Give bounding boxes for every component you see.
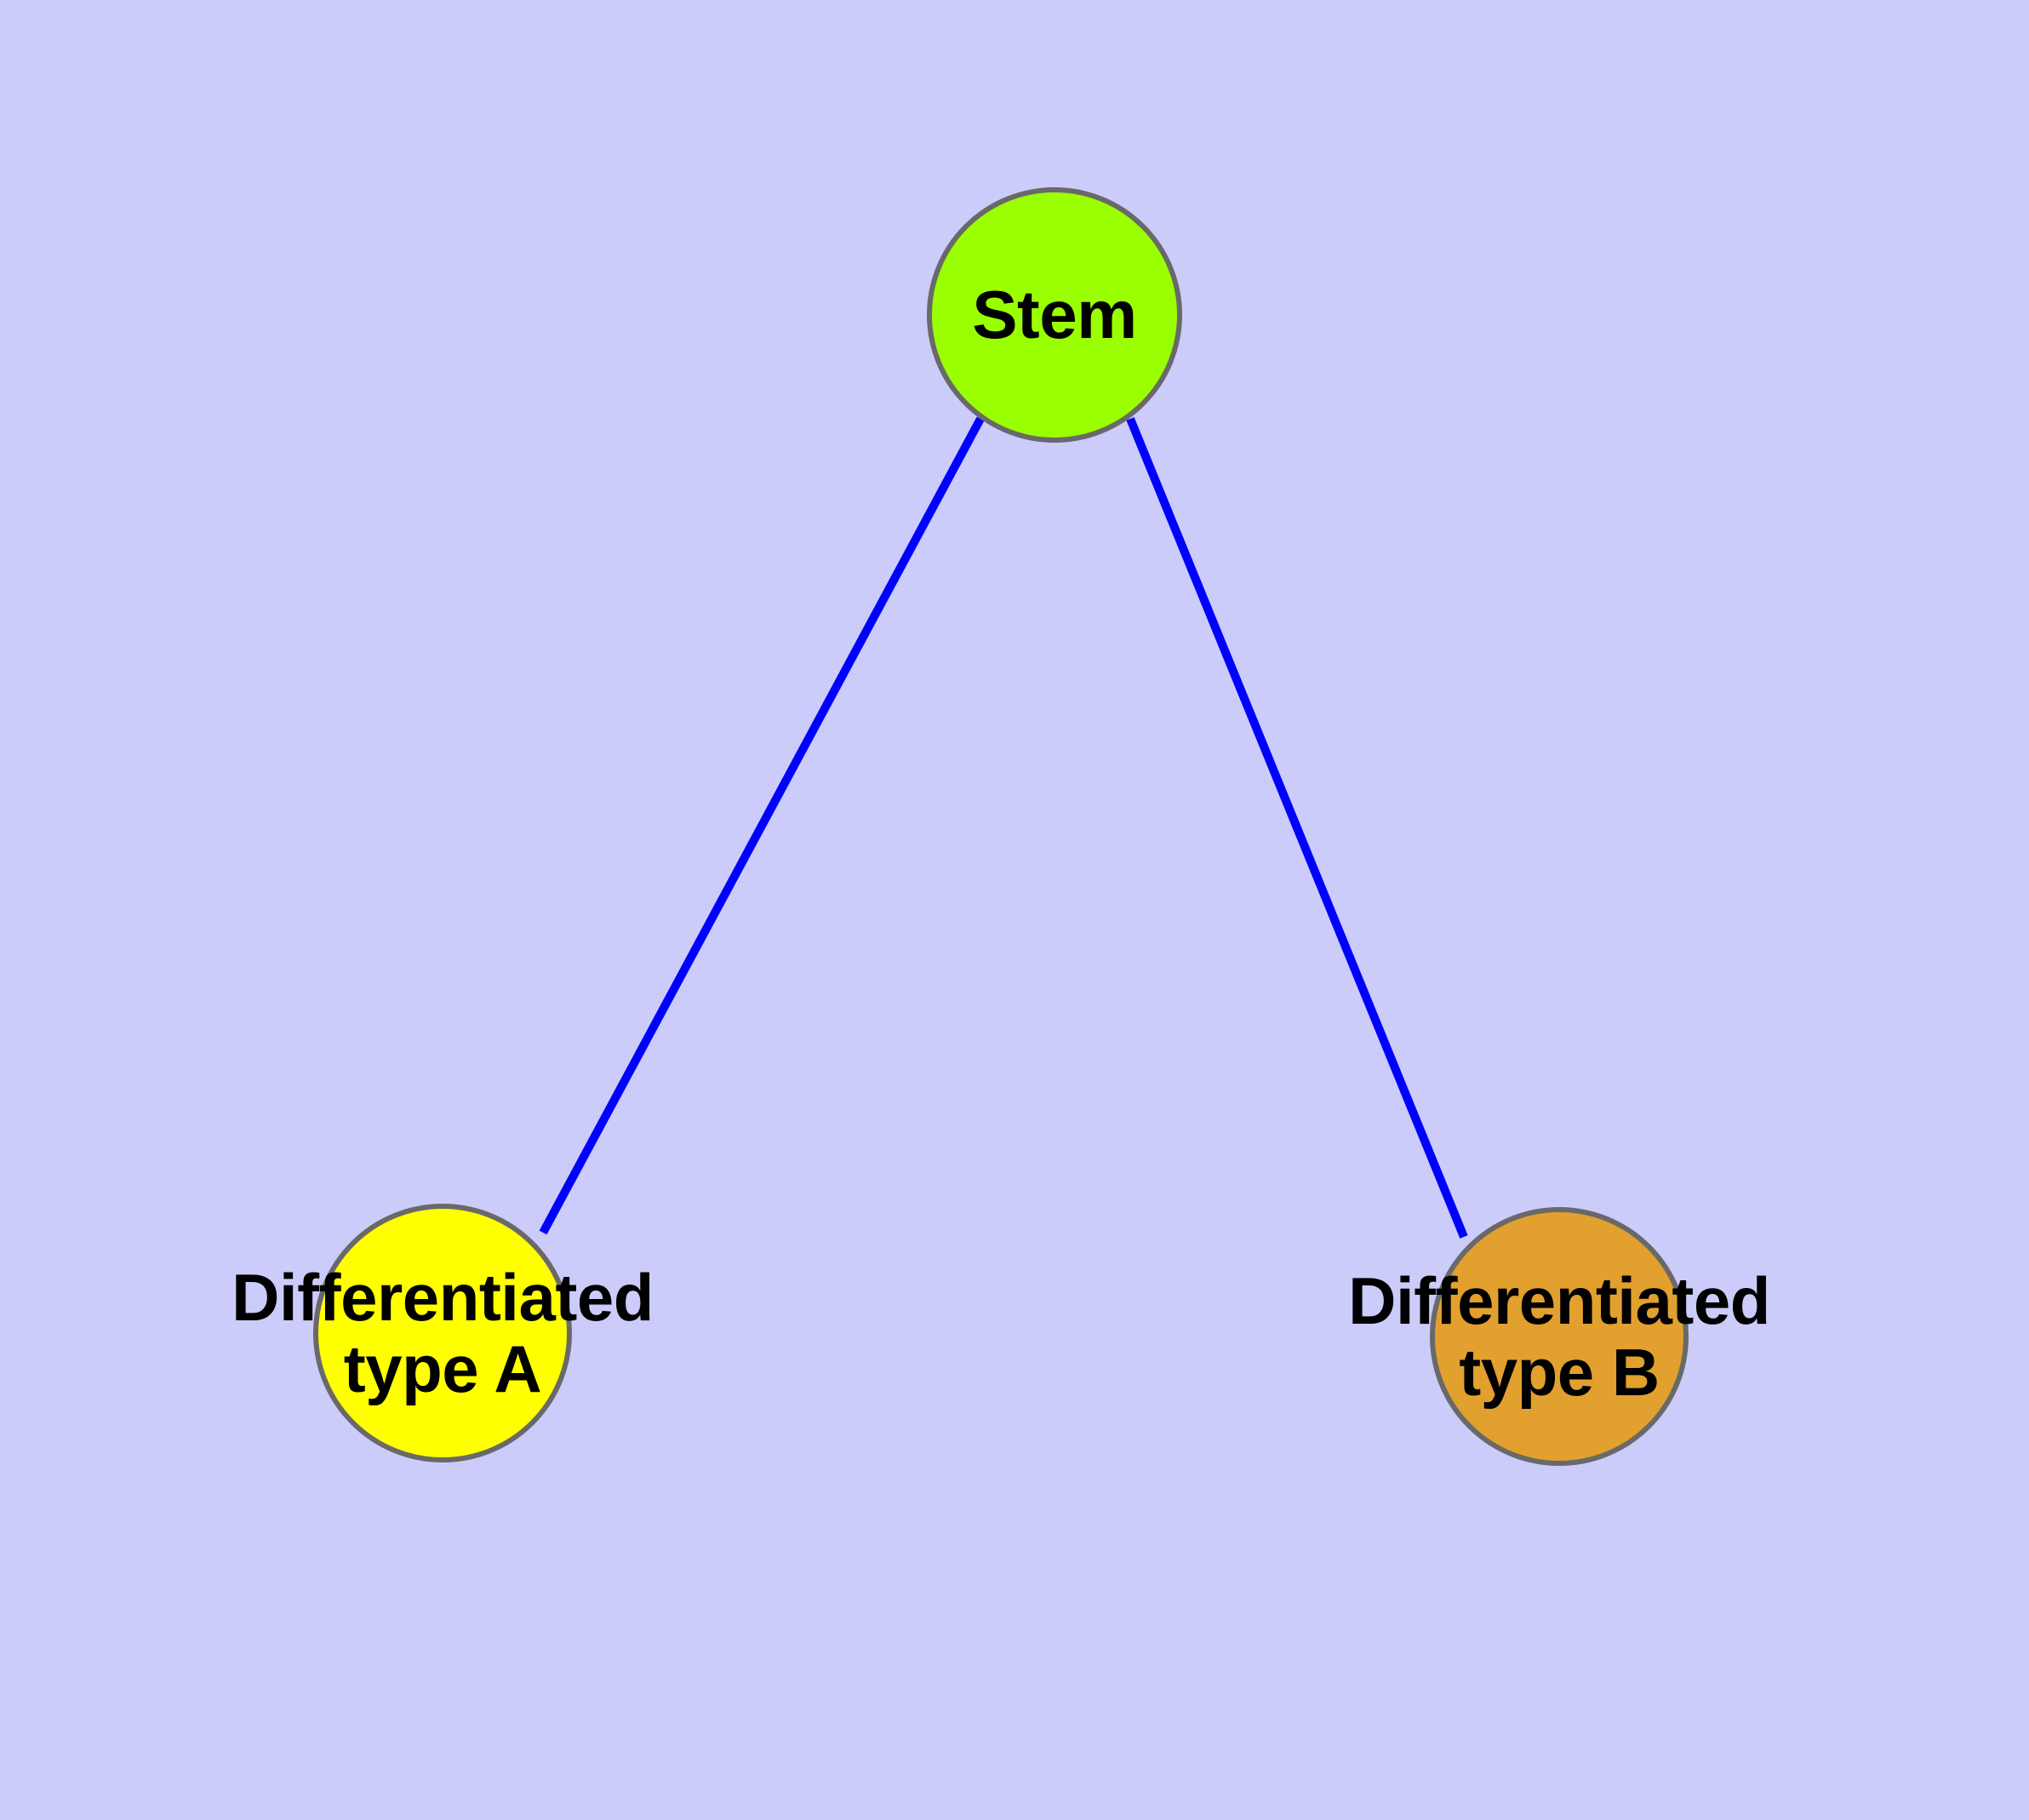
node-label-differentiated-type-a: Differentiated type A (231, 1259, 654, 1406)
node-label-differentiated-type-b: Differentiated type B (1348, 1262, 1770, 1410)
edge-stem-to-differentiated-type-b[interactable] (1126, 417, 1468, 1239)
node-differentiated-type-b[interactable] (1430, 1207, 1689, 1466)
node-differentiated-type-a[interactable] (313, 1204, 572, 1462)
node-label-stem: Stem (972, 276, 1137, 352)
edge-stem-to-differentiated-type-a[interactable] (539, 416, 985, 1235)
node-stem[interactable] (927, 187, 1182, 443)
